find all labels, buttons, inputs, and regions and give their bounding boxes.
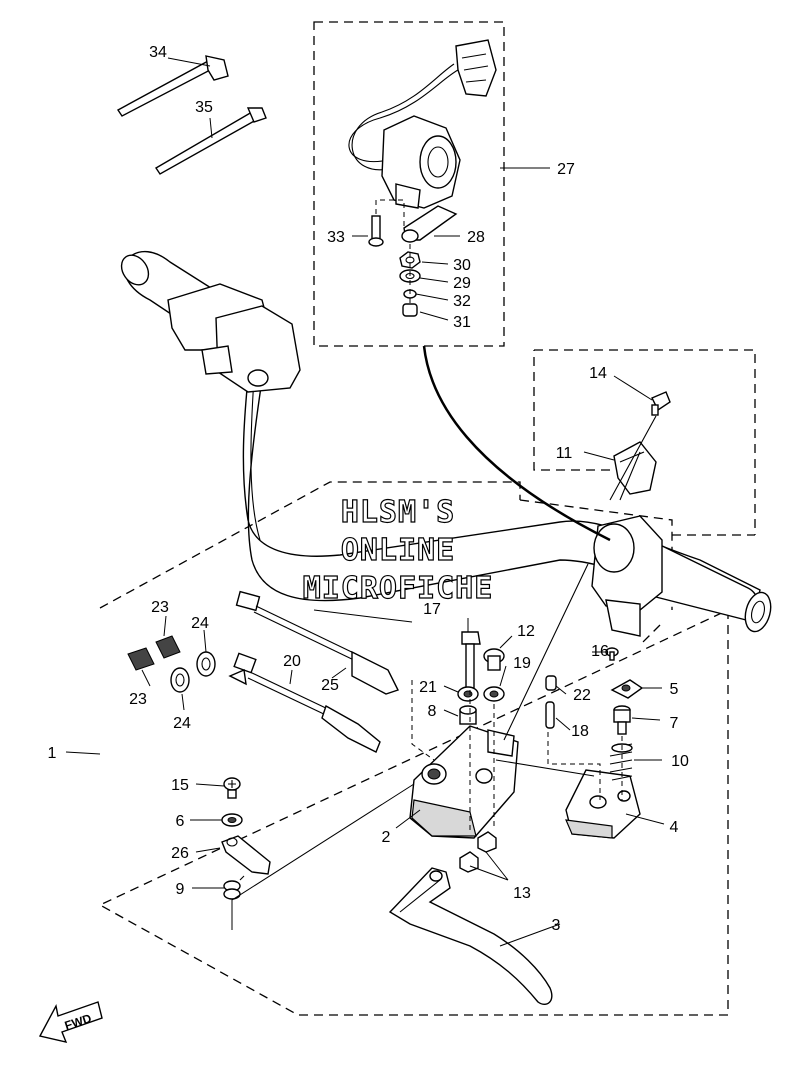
washer-6	[221, 813, 243, 827]
plunger-7	[613, 705, 631, 735]
watermark-line-2: ONLINE	[341, 533, 455, 568]
lever-3	[388, 867, 553, 1006]
spring-9	[223, 875, 245, 900]
callout-23-upper: 23	[151, 599, 169, 616]
callout-31: 31	[453, 314, 471, 331]
group-box-1	[98, 481, 729, 1016]
cable-tie-35	[155, 107, 267, 175]
bolt-12	[483, 648, 505, 671]
screw-33	[368, 215, 384, 247]
callout-8: 8	[428, 703, 437, 720]
callout-35: 35	[195, 99, 213, 116]
callout-16: 16	[591, 643, 609, 660]
callout-17: 17	[423, 601, 441, 618]
screw-16	[605, 647, 619, 661]
pin-22	[545, 675, 557, 691]
callout-29: 29	[453, 275, 471, 292]
cover-11	[613, 441, 657, 495]
watermark-line-1: HLSM'S	[341, 495, 455, 530]
screw-15	[223, 777, 241, 799]
callout-14: 14	[589, 365, 607, 382]
callout-28: 28	[467, 229, 485, 246]
callout-11: 11	[556, 445, 573, 462]
callout-20: 20	[283, 653, 301, 670]
bracket-4	[565, 769, 641, 839]
watermark-line-3: MICROFICHE	[303, 571, 494, 606]
engine-stop-switch-assembly	[348, 39, 497, 209]
callout-13: 13	[513, 885, 531, 902]
left-switch-housing	[201, 305, 301, 393]
leader-dash-27	[375, 199, 411, 306]
callout-7: 7	[670, 715, 679, 732]
callout-18: 18	[571, 723, 589, 740]
watermark: HLSM'S ONLINE MICROFICHE	[302, 494, 494, 606]
callout-33: 33	[327, 229, 345, 246]
callout-32: 32	[453, 293, 471, 310]
plate-5	[610, 679, 644, 699]
bolt-17	[461, 631, 481, 689]
callout-22: 22	[573, 687, 591, 704]
group-box-27	[313, 21, 505, 347]
callout-5: 5	[670, 681, 679, 698]
callout-10: 10	[671, 753, 689, 770]
callout-24-upper: 24	[191, 615, 209, 632]
callout-26: 26	[171, 845, 189, 862]
washer-19	[483, 686, 505, 702]
pin-18	[545, 701, 555, 729]
throttle-cable-25	[235, 590, 399, 695]
right-grip	[649, 538, 772, 633]
leader-line-right-assembly	[495, 563, 595, 777]
callout-2: 2	[382, 829, 391, 846]
stop-lever-28	[401, 205, 458, 243]
leader-lines	[65, 57, 665, 947]
locknut-24-upper	[196, 651, 216, 677]
callout-1: 1	[48, 745, 57, 762]
group-box-11-14	[533, 349, 756, 536]
callout-15: 15	[171, 777, 189, 794]
screw-14	[651, 391, 671, 416]
leader-11-14	[609, 415, 657, 501]
callout-3: 3	[552, 917, 561, 934]
callout-34: 34	[149, 44, 167, 61]
callout-23-lower: 23	[129, 691, 147, 708]
wire-harness	[422, 345, 611, 542]
bolt-31	[402, 303, 418, 317]
callout-25: 25	[321, 677, 339, 694]
callout-30: 30	[453, 257, 471, 274]
fwd-arrow-icon: FWD	[38, 1001, 103, 1043]
washer-21	[457, 686, 479, 702]
adjuster-23-lower	[127, 647, 155, 671]
axis-dashes-center	[411, 680, 495, 832]
callout-24-lower: 24	[173, 715, 191, 732]
cable-tie-34	[116, 55, 229, 117]
right-switch-housing	[591, 515, 663, 637]
throttle-cable-20	[228, 652, 381, 753]
cable-clamp-26	[221, 835, 271, 875]
axis-dashes-right	[547, 732, 623, 800]
callout-4: 4	[670, 819, 679, 836]
callout-21: 21	[419, 679, 437, 696]
adjuster-23-upper	[155, 635, 181, 659]
callout-19: 19	[513, 655, 531, 672]
callout-27: 27	[557, 161, 575, 178]
callout-12: 12	[517, 623, 535, 640]
callout-6: 6	[176, 813, 185, 830]
callout-labels: 34 35 27 28 33 30 29 32 31 14 11 1 23 23…	[48, 44, 689, 934]
collar-8	[459, 705, 477, 725]
locknut-24-lower	[170, 667, 190, 693]
throttle-housing-2	[409, 725, 519, 839]
callout-9: 9	[176, 881, 185, 898]
